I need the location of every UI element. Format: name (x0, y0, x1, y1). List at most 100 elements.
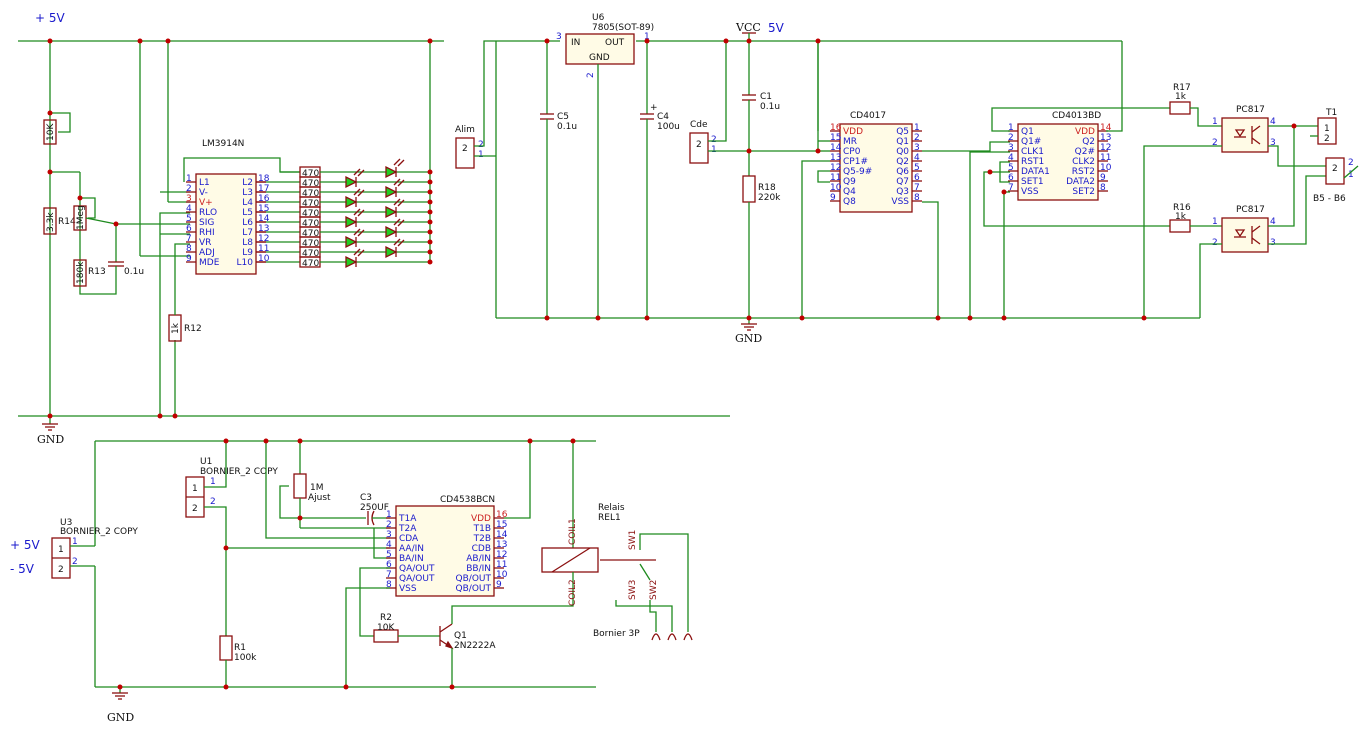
cap-left-value: 0.1u (124, 267, 144, 277)
lm3914-pin-name: V- (199, 188, 208, 198)
cd4017-pin-num: 14 (830, 143, 842, 153)
lm3914-pin-name: VR (199, 238, 211, 248)
cd4017-pin-name: Q1 (896, 137, 909, 147)
resistor-r14[interactable] (43, 207, 57, 235)
b5b6-ext-pin2: 2 (1348, 158, 1354, 168)
cde-connector[interactable] (689, 132, 709, 164)
r13-value: 180k (76, 261, 86, 284)
terminal-3[interactable] (683, 633, 693, 641)
lm3914-pin-num: 2 (186, 184, 192, 194)
lm3914-pin-name: L5 (242, 208, 253, 218)
led-indicator (345, 255, 358, 269)
cd4017-pin-num: 2 (914, 133, 920, 143)
led-indicator (345, 235, 358, 249)
pot-10k[interactable] (43, 119, 57, 145)
b5b6-ext-pin1: 1 (1348, 170, 1354, 180)
cd4017-pin-num: 13 (830, 153, 841, 163)
alim-pin-1: 1 (478, 150, 484, 160)
resistor-470-value: 470 (302, 219, 319, 229)
cd4538-pin-name: T2B (473, 534, 491, 544)
lm3914-pin-name: SIG (199, 218, 214, 228)
c5-value: 0.1u (557, 122, 577, 132)
transistor-q1[interactable] (439, 623, 454, 650)
cd4017-pin-num: 15 (830, 133, 841, 143)
optocoupler-top[interactable] (1221, 117, 1269, 153)
pot-ajust[interactable] (293, 473, 307, 499)
resistor-470-value: 470 (302, 249, 319, 259)
lm3914-ref: LM3914N (202, 139, 244, 149)
c3-ref: C3 (360, 493, 372, 503)
cd4017-pin-name: Q9 (843, 177, 856, 187)
relay-coil[interactable] (541, 547, 599, 573)
r1-value: 100k (234, 653, 257, 663)
resistor-r13[interactable] (73, 259, 87, 287)
cd4017-pin-name: Q3 (896, 187, 909, 197)
cd4538-pin-num: 2 (386, 520, 392, 530)
cd4538-pin-name: AA/IN (399, 544, 424, 554)
u3-ref: U3 (60, 518, 72, 528)
ic-cd4017[interactable] (839, 123, 913, 213)
cde-pin-1: 1 (711, 145, 717, 155)
cde-pin-2-inner: 2 (696, 140, 702, 150)
cd4017-pin-name: CP0 (843, 147, 861, 157)
r14-ref: R14 (58, 217, 76, 227)
terminal-2[interactable] (667, 633, 677, 641)
cd4538-pin-num: 11 (496, 560, 507, 570)
cd4017-pin-num: 4 (914, 153, 920, 163)
lm3914-pin-name: RHI (199, 228, 215, 238)
alim-connector[interactable] (455, 137, 475, 169)
cd4538-pin-num: 12 (496, 550, 507, 560)
lm3914-pin-num: 9 (186, 254, 192, 264)
q1-ref: Q1 (454, 631, 467, 641)
resistor-r18[interactable] (742, 175, 756, 203)
connector-b5-b6[interactable] (1325, 157, 1345, 185)
b5b6-pin2: 2 (1332, 164, 1338, 174)
cd4013-pin-name: DATA1 (1021, 167, 1050, 177)
timer-section: GND U3 BORNIER_2 COPY 1 2 1 2 + 5V - 5V … (10, 440, 693, 724)
cd4013-pin-name: RST2 (1072, 167, 1095, 177)
r18-value: 220k (758, 193, 781, 203)
ic-cd4538[interactable] (395, 505, 495, 597)
pc-top-pin2: 2 (1212, 138, 1218, 148)
optocoupler-bottom[interactable] (1221, 217, 1269, 253)
lm3914-pin-num: 11 (258, 244, 269, 254)
cd4017-pin-num: 3 (914, 143, 920, 153)
pc-bot-pin2: 2 (1212, 238, 1218, 248)
connector-t1[interactable] (1317, 117, 1337, 145)
pot-ajust-value: 1M (310, 483, 324, 493)
pot-1meg-value: 1Meg (76, 205, 86, 230)
rail-plus-label: + 5V (10, 538, 41, 552)
plus5v-label: + 5V (35, 11, 66, 25)
resistor-470-value: 470 (302, 169, 319, 179)
lm3914-pin-name: L8 (242, 238, 253, 248)
cd4013-pin-num: 8 (1100, 183, 1106, 193)
cd4017-pin-name: VDD (843, 127, 863, 137)
lm3914-pin-name: L9 (242, 248, 253, 258)
cd4017-pin-num: 7 (914, 183, 920, 193)
cd4013-pin-num: 2 (1008, 133, 1014, 143)
cd4017-pin-num: 6 (914, 173, 920, 183)
regulator-7805[interactable] (565, 33, 635, 65)
cd4013-pin-num: 9 (1100, 173, 1106, 183)
resistor-r1[interactable] (219, 635, 233, 661)
u1-pin2: 2 (210, 497, 216, 507)
ic-lm3914[interactable] (195, 173, 257, 275)
ground-symbol-left: GND (37, 416, 64, 446)
lm3914-pin-name: L6 (242, 218, 253, 228)
r17-ref: R17 (1173, 83, 1191, 93)
pc-bot-pin3: 3 (1270, 238, 1276, 248)
t1-pin2: 2 (1324, 134, 1330, 144)
cd4013-pin-num: 4 (1008, 153, 1014, 163)
cd4017-pin-name: Q2 (896, 157, 909, 167)
terminal-1[interactable] (651, 633, 661, 641)
cd4017-ref: CD4017 (850, 111, 886, 121)
lm3914-pin-num: 12 (258, 234, 269, 244)
lm3914-pin-name: V+ (199, 198, 213, 208)
resistor-r17[interactable] (1169, 101, 1191, 115)
ic-cd4013[interactable] (1017, 123, 1099, 201)
cd4013-pin-name: Q2# (1075, 147, 1095, 157)
sw2-label: SW2 (649, 580, 659, 600)
reg-gnd: GND (589, 53, 610, 63)
